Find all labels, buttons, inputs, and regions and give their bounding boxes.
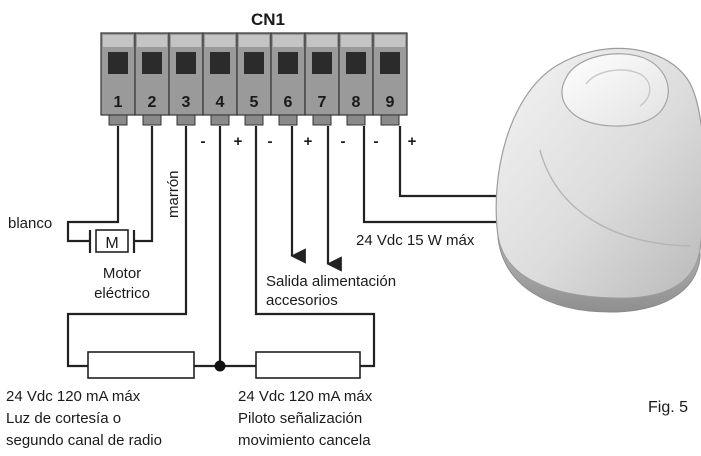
left-load-line2: Luz de cortesía o	[6, 410, 121, 427]
polarity-mark-2: +	[234, 133, 243, 150]
terminal-block: 1 2 3 4 5 6 7 8 9	[100, 32, 408, 126]
polarity-mark-7: +	[408, 133, 417, 150]
terminal-number-4: 4	[216, 94, 225, 111]
wire-terminal-9	[398, 126, 522, 198]
terminal-7: 7	[304, 32, 340, 126]
terminal-screw-8	[346, 52, 366, 74]
wire-terminal-3	[66, 126, 188, 368]
wire-terminal-1	[66, 126, 120, 243]
terminal-8: 8	[338, 32, 374, 126]
left-load-resistor	[87, 351, 195, 379]
connector-title: CN1	[251, 10, 285, 29]
label-lamp-power: 24 Vdc 15 W máx	[356, 232, 475, 249]
polarity-marks: - + - + - - +	[201, 133, 417, 150]
polarity-mark-4: +	[304, 133, 313, 150]
terminal-screw-1	[108, 52, 128, 74]
polarity-mark-3: -	[268, 133, 273, 150]
motor-symbol: M	[88, 229, 136, 253]
motor-letter: M	[105, 235, 118, 252]
terminal-screw-4	[210, 52, 230, 74]
label-accessory-line1: Salida alimentación	[266, 273, 396, 290]
terminal-4: 4	[202, 32, 238, 126]
figure-label: Fig. 5	[648, 399, 688, 416]
polarity-mark-1: -	[201, 133, 206, 150]
terminal-number-8: 8	[352, 94, 361, 111]
label-motor-line2: eléctrico	[94, 285, 150, 302]
right-load-line3: movimiento cancela	[238, 432, 371, 449]
terminal-2: 2	[134, 32, 170, 126]
polarity-mark-5: -	[341, 133, 346, 150]
left-load-spec: 24 Vdc 120 mA máx	[6, 388, 141, 405]
terminal-6: 6	[270, 32, 306, 126]
terminal-5: 5	[236, 32, 272, 126]
right-load-spec: 24 Vdc 120 mA máx	[238, 388, 373, 405]
polarity-mark-6: -	[374, 133, 379, 150]
label-marron: marrón	[165, 170, 182, 218]
left-load-line3: segundo canal de radio	[6, 432, 162, 449]
terminal-number-7: 7	[318, 94, 327, 111]
terminal-screw-3	[176, 52, 196, 74]
terminal-3: 3	[168, 32, 204, 126]
terminal-number-1: 1	[114, 94, 123, 111]
label-motor-line1: Motor	[103, 265, 141, 282]
label-accessory-line2: accesorios	[266, 292, 338, 309]
terminal-screw-7	[312, 52, 332, 74]
terminal-screw-5	[244, 52, 264, 74]
wire-terminal-8	[362, 126, 520, 224]
terminal-screw-2	[142, 52, 162, 74]
wire-terminal-2	[134, 126, 154, 243]
terminal-1: 1	[100, 32, 136, 126]
terminal-screw-6	[278, 52, 298, 74]
terminal-screw-9	[380, 52, 400, 74]
flashing-lamp	[495, 47, 701, 313]
terminal-number-2: 2	[148, 94, 157, 111]
terminal-number-5: 5	[250, 94, 259, 111]
terminal-number-6: 6	[284, 94, 293, 111]
terminal-9: 9	[372, 32, 408, 126]
wire-terminal-5	[254, 126, 376, 368]
right-load-resistor	[255, 351, 361, 379]
label-blanco: blanco	[8, 215, 52, 232]
right-load-line2: Piloto señalización	[238, 410, 362, 427]
terminal-number-3: 3	[182, 94, 191, 111]
junction-dot	[214, 360, 226, 372]
terminal-number-9: 9	[386, 94, 395, 111]
